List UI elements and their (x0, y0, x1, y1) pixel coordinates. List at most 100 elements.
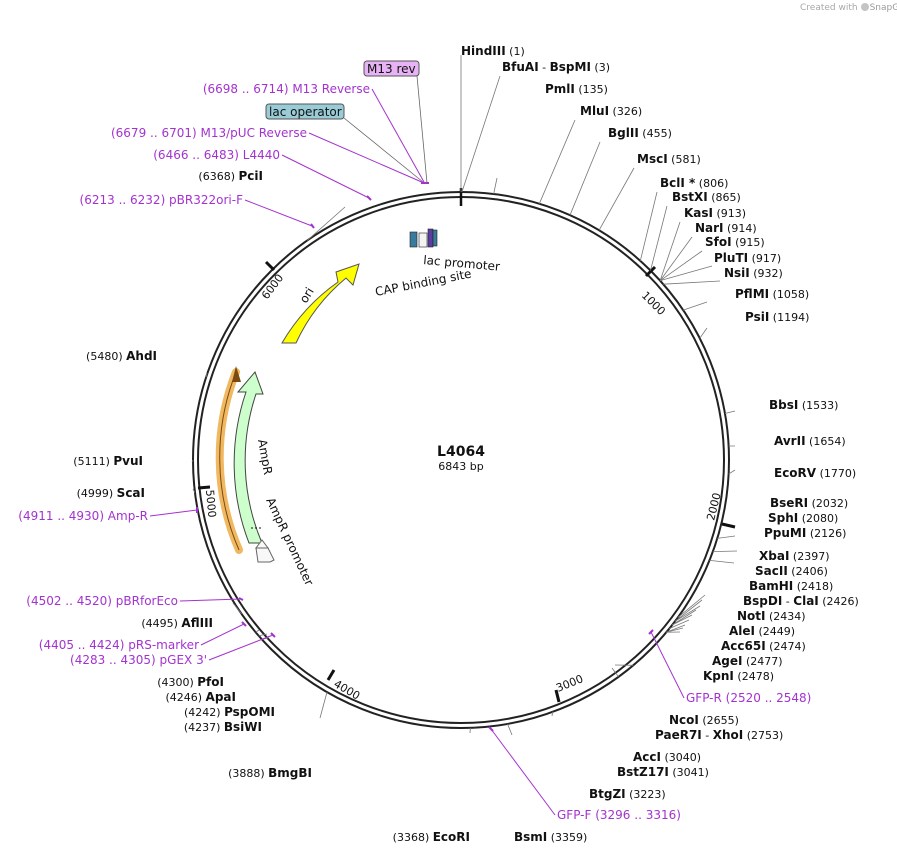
primer-label: (6679 .. 6701) M13/pUC Reverse (111, 126, 307, 140)
site-leader-line (677, 594, 706, 618)
site-psii: PsiI (1194) (699, 310, 809, 339)
site-bstz17i: BstZ17I (3041) (551, 711, 709, 779)
site-btgzi: BtgZI (3223) (507, 723, 666, 801)
site-bsiwi: (4237) BsiWI (184, 637, 269, 734)
site-label: AccI (3040) (633, 750, 701, 764)
site-bcli: BclI * (806) (639, 176, 728, 261)
plasmid-name: L4064 (437, 444, 485, 460)
credit-brand: SnapGene (869, 3, 897, 13)
primer-leader-line (244, 199, 313, 227)
site-leader-line (699, 327, 708, 339)
site-scai: (4999) ScaI (77, 486, 196, 500)
site-label: (4242) PspOMI (184, 705, 275, 719)
site-bspdi: BspDI - ClaI (2426) (671, 594, 859, 626)
site-label: BsmI (3359) (514, 830, 587, 844)
site-bsmi: BsmI (3359) (474, 727, 587, 844)
site-label: PaeR7I - XhoI (2753) (655, 728, 783, 742)
site-label: (4999) ScaI (77, 486, 145, 500)
lac-operator-label: lac operator (269, 105, 342, 119)
site-label: NotI (2434) (737, 609, 806, 623)
site-label: (3888) BmgBI (228, 766, 312, 780)
site-leader-line (493, 177, 498, 195)
site-noti: NotI (2434) (672, 609, 806, 626)
tick-5000: 5000 (197, 485, 218, 518)
primer-label: GFP-R (2520 .. 2548) (686, 691, 811, 705)
site-leader-line (683, 301, 708, 311)
primer-label: GFP-F (3296 .. 3316) (557, 808, 681, 822)
site-label: PflMI (1058) (735, 287, 809, 301)
site-leader-line (674, 605, 701, 622)
site-ahdi: (5480) AhdI (86, 349, 208, 378)
ampr-promoter-feature: AmpR promoter (255, 495, 316, 588)
site-label: SphI (2080) (768, 511, 838, 525)
primer-pbrforeco: (4502 .. 4520) pBRforEco (26, 594, 242, 608)
site-bmgbi: (3888) BmgBI (228, 691, 328, 780)
site-label: AvrII (1654) (774, 434, 846, 448)
site-leader-line (538, 119, 576, 204)
site-label: PsiI (1194) (745, 310, 809, 324)
restriction-sites: HindIII (1)BfuAI - BspMI (3)PmlI (135)Ml… (73, 44, 859, 844)
site-label: NcoI (2655) (669, 713, 739, 727)
site-label: (3368) EcoRI (393, 830, 470, 844)
primer-label: (6698 .. 6714) M13 Reverse (203, 82, 370, 96)
primer-leader-line (149, 509, 198, 517)
site-pflmi: PflMI (1058) (683, 287, 809, 311)
primer-leader-line (179, 598, 242, 602)
site-kasi: KasI (913) (659, 206, 746, 281)
site-acc65i: Acc65I (2474) (666, 624, 806, 653)
primer-leader-line (281, 154, 370, 199)
site-ecorv: EcoRV (1770) (728, 466, 856, 480)
site-leader-line (650, 205, 668, 271)
site-leader-line (461, 75, 501, 193)
primer-label: (4405 .. 4424) pRS-marker (39, 638, 199, 652)
site-leader-line (611, 667, 619, 678)
site-mlui: MluI (326) (538, 104, 642, 204)
site-label: (4495) AflIII (141, 616, 213, 630)
primer-m13-puc-reverse: (6679 .. 6701) M13/pUC Reverse (111, 126, 425, 184)
site-label: AgeI (2477) (712, 654, 783, 668)
site-leader-line (205, 372, 208, 378)
site-leader-line (307, 206, 346, 241)
site-leader-line (712, 550, 738, 553)
site-leader-line (598, 167, 635, 231)
site-leader-line (319, 691, 328, 719)
site-leader-line (660, 265, 713, 282)
cap-binding-site-label: CAP binding site (374, 267, 473, 299)
site-leader-line (717, 535, 736, 539)
site-pluti: PluTI (917) (660, 251, 781, 282)
site-pspomi: (4242) PspOMI (184, 635, 275, 719)
tick-4000: 4000 (326, 669, 362, 703)
site-leader-line (191, 459, 194, 463)
site-bglii: BglII (455) (569, 126, 672, 216)
site-sphi: SphI (2080) (712, 511, 838, 553)
primer-label: (6466 .. 6483) L4440 (153, 148, 280, 162)
site-label: PmlI (135) (545, 82, 608, 96)
primer-gfp-f: GFP-F (3296 .. 3316) (490, 728, 681, 822)
site-label: Acc65I (2474) (721, 639, 806, 653)
site-sfoi: SfoI (915) (659, 235, 765, 281)
lac-promoter-label: lac promoter (423, 253, 501, 274)
site-leader-line (232, 602, 242, 614)
primer-labels: (6698 .. 6714) M13 Reverse (6679 .. 6701)… (18, 82, 811, 822)
site-leader-line (666, 627, 684, 633)
site-label: BbsI (1533) (769, 398, 838, 412)
site-leader-line (709, 559, 735, 564)
site-leader-line (669, 619, 690, 630)
site-xbai: XbaI (2397) (677, 549, 829, 618)
site-label: SfoI (915) (705, 235, 765, 249)
site-afliii: (4495) AflIII (141, 602, 242, 630)
tick-label-5000: 5000 (203, 489, 218, 518)
site-label: HindIII (1) (461, 44, 525, 58)
site-ncoi: NcoI (2655) (614, 664, 739, 727)
site-label: SacII (2406) (755, 564, 828, 578)
site-pvui: (5111) PvuI (73, 454, 194, 468)
site-nari: NarI (914) (659, 221, 757, 281)
site-label: BstZ17I (3041) (617, 765, 709, 779)
site-leader-line (671, 609, 697, 626)
site-label: NarI (914) (695, 221, 757, 235)
site-bstxi: BstXI (865) (650, 190, 741, 271)
site-leader-line (192, 488, 196, 493)
site-kpni: KpnI (2478) (666, 631, 774, 683)
site-label: BseRI (2032) (770, 496, 848, 510)
site-ppumi: PpuMI (2126) (709, 526, 846, 564)
